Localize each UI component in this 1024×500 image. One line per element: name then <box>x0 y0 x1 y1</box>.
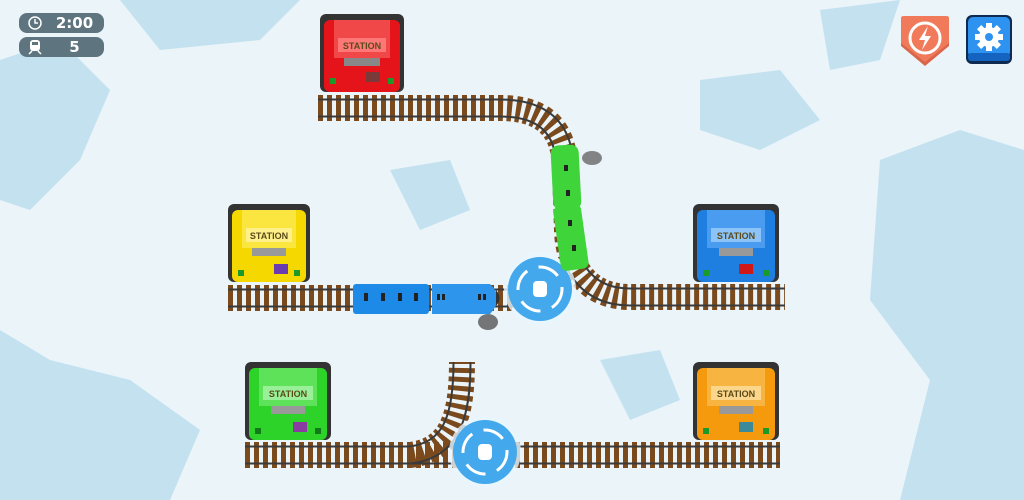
station-yellow[interactable]: STATION <box>228 204 310 282</box>
lightning-bolt-icon <box>901 16 949 66</box>
station-red[interactable]: STATION <box>320 14 404 92</box>
station-blue[interactable]: STATION <box>693 204 779 282</box>
smoke-puff <box>582 151 602 165</box>
timer-display: 2:00 <box>19 13 104 33</box>
trains-remaining-value: 5 <box>69 38 80 56</box>
train-icon <box>478 444 492 460</box>
station-orange[interactable]: STATION <box>693 362 779 440</box>
settings-button[interactable] <box>966 15 1012 64</box>
flag-icon <box>739 422 753 432</box>
lower-junction-switch[interactable] <box>449 416 521 488</box>
station-label: STATION <box>717 231 755 241</box>
smoke-puff <box>478 314 498 330</box>
train-green[interactable] <box>550 144 602 271</box>
timer-value: 2:00 <box>55 14 94 32</box>
train-icon <box>25 39 45 55</box>
station-label: STATION <box>717 389 755 399</box>
flag-icon <box>293 422 307 432</box>
station-label: STATION <box>269 389 307 399</box>
boost-button[interactable] <box>898 16 952 68</box>
station-label: STATION <box>250 231 288 241</box>
train-blue[interactable] <box>353 284 500 330</box>
flag-icon <box>274 264 288 274</box>
flag-icon <box>366 72 380 82</box>
upper-junction-switch[interactable] <box>504 253 576 325</box>
clock-icon <box>25 16 45 30</box>
train-icon <box>533 281 547 297</box>
trains-remaining-display: 5 <box>19 37 104 57</box>
flag-icon <box>739 264 753 274</box>
gear-icon <box>966 15 1012 64</box>
station-label: STATION <box>343 41 381 51</box>
station-green[interactable]: STATION <box>245 362 331 440</box>
